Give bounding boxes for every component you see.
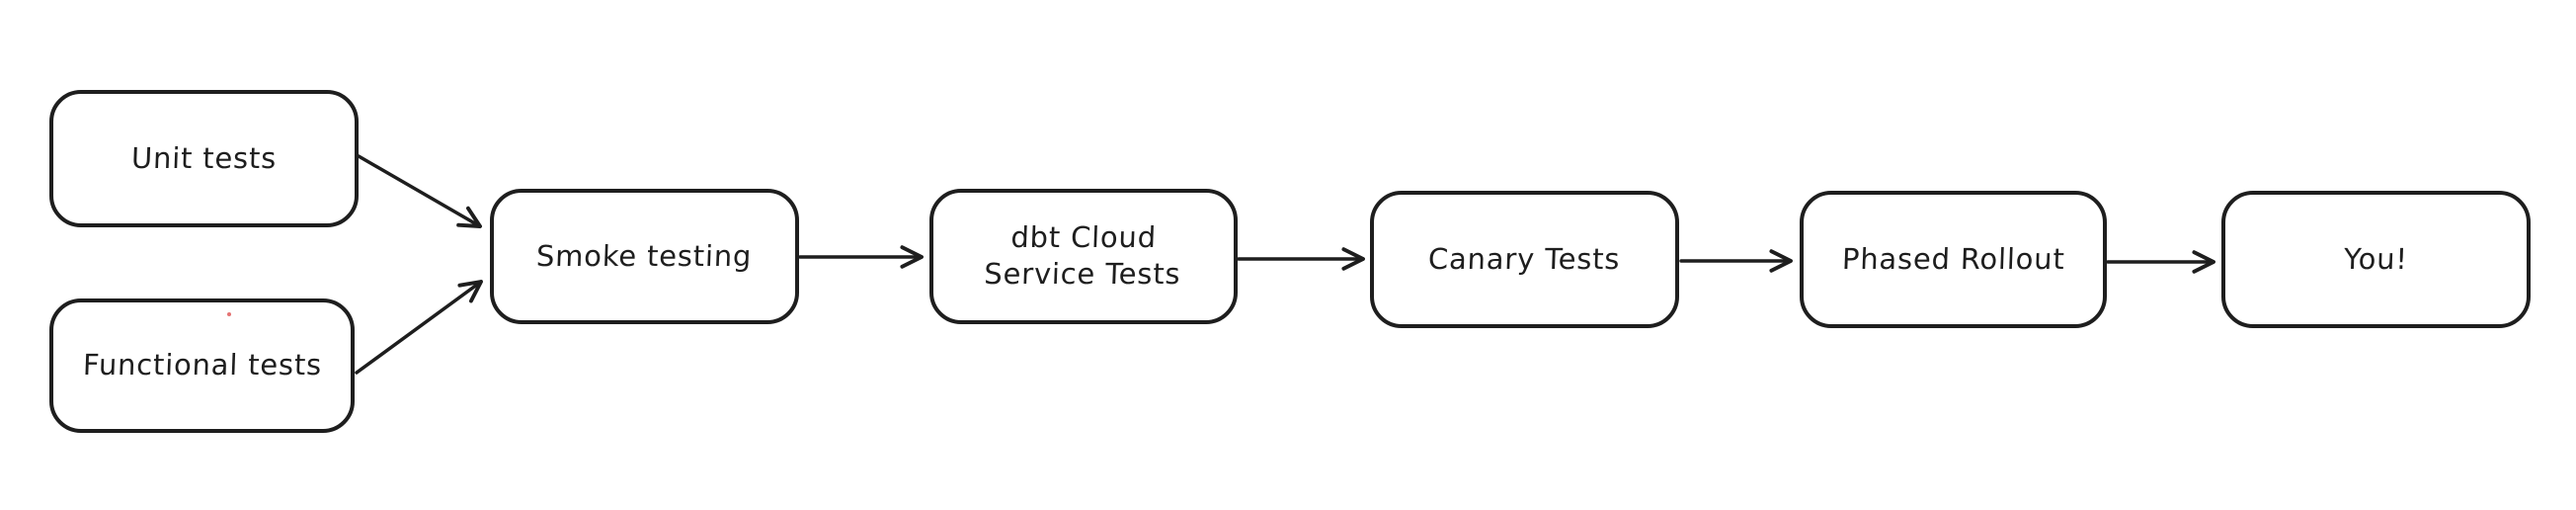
node-functional-tests: Functional tests (49, 298, 355, 433)
arrow-unit-tests-to-smoke-testing (357, 154, 482, 228)
node-unit-tests: Unit tests (49, 90, 359, 227)
node-phased-rollout: Phased Rollout (1800, 191, 2107, 328)
node-functional-tests-label: Functional tests (81, 348, 323, 382)
node-canary-tests-label: Canary Tests (1427, 241, 1622, 276)
node-you-label: You! (2343, 241, 2409, 276)
node-phased-rollout-label: Phased Rollout (1841, 241, 2065, 276)
node-dbt-cloud-service-tests: dbt Cloud Service Tests (929, 189, 1238, 324)
node-smoke-testing-label: Smoke testing (535, 238, 754, 273)
stray-red-dot (227, 312, 231, 316)
node-smoke-testing: Smoke testing (490, 189, 799, 324)
node-unit-tests-label: Unit tests (130, 140, 278, 175)
node-canary-tests: Canary Tests (1370, 191, 1679, 328)
arrow-functional-tests-to-smoke-testing (355, 280, 483, 375)
node-dbt-cloud-service-tests-label: dbt Cloud Service Tests (984, 220, 1182, 292)
node-you: You! (2221, 191, 2531, 328)
